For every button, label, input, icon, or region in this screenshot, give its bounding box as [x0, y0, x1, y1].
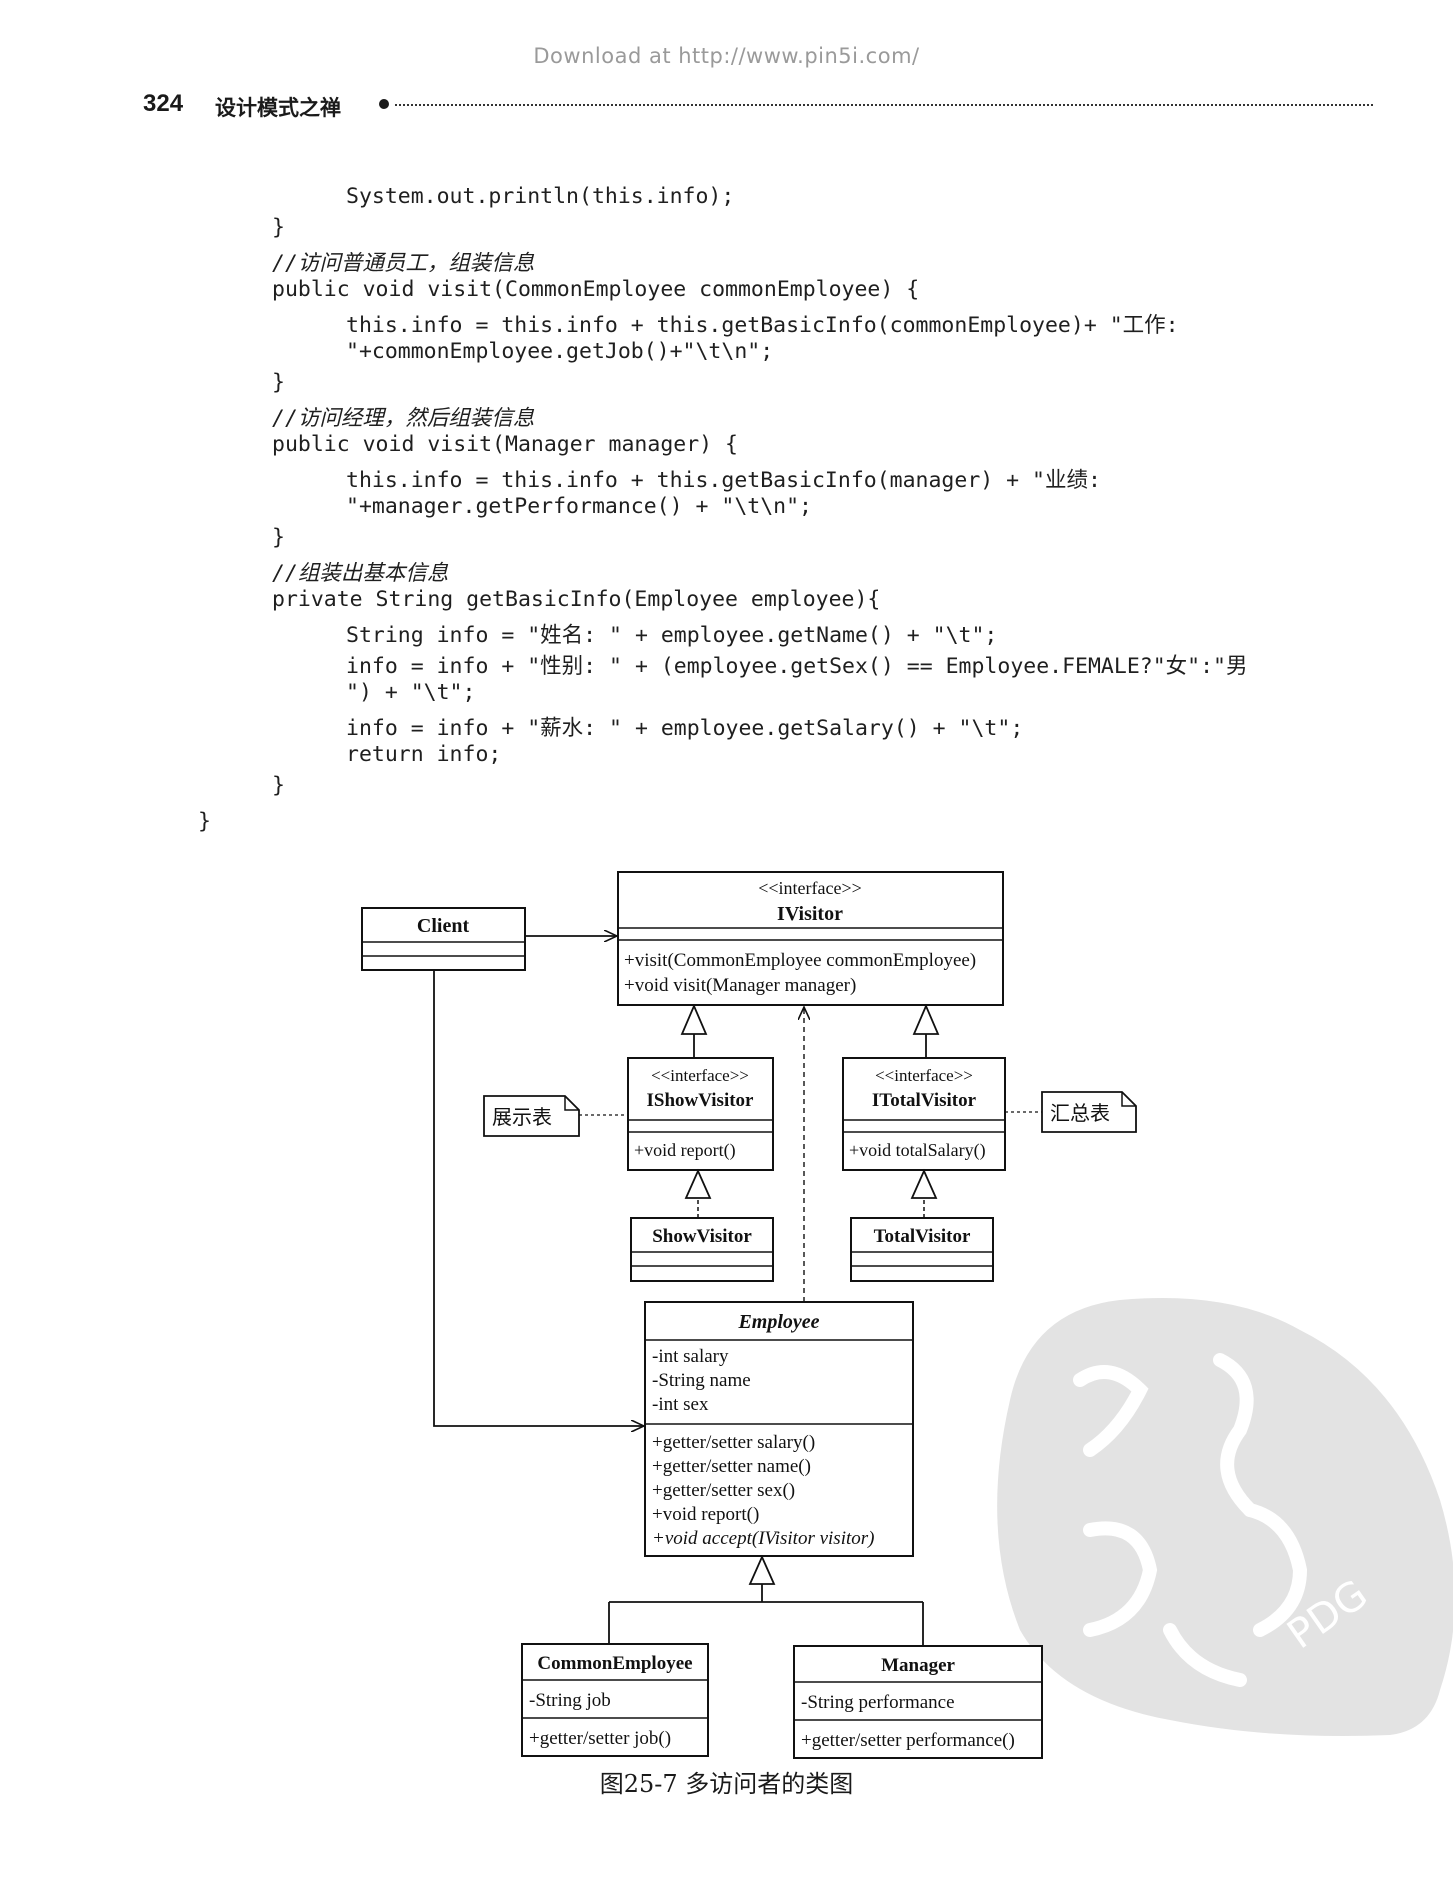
employee-attribute: -String name: [652, 1370, 751, 1391]
pdg-seal-watermark: PDG: [997, 1298, 1453, 1737]
commonemployee-name: CommonEmployee: [537, 1653, 692, 1674]
ivisitor-interface: <<interface>> IVisitor +visit(CommonEmpl…: [617, 871, 1004, 1006]
showvisitor-implements-ishowvisitor: [684, 1168, 712, 1218]
commonemployee-attribute: -String job: [529, 1690, 611, 1711]
showvisitor-name: ShowVisitor: [652, 1226, 752, 1247]
download-banner: Download at http://www.pin5i.com/: [533, 44, 920, 68]
ishowvisitor-method: +void report(): [634, 1140, 736, 1161]
employees-extend-employee: [608, 1554, 924, 1646]
client-class: Client: [361, 907, 526, 971]
code-comment: //访问经理，然后组装信息: [272, 406, 535, 431]
manager-class: Manager -String performance +getter/sett…: [793, 1645, 1043, 1759]
book-title: 设计模式之禅: [215, 96, 341, 120]
client-to-employee-arrow: [433, 970, 644, 1426]
commonemployee-method: +getter/setter job(): [529, 1728, 671, 1749]
ivisitor-method: +visit(CommonEmployee commonEmployee): [624, 950, 976, 971]
employee-method: +getter/setter name(): [652, 1456, 811, 1477]
code-line: this.info = this.info + this.getBasicInf…: [346, 468, 1101, 493]
manager-name: Manager: [881, 1655, 955, 1676]
ivisitor-name: IVisitor: [777, 903, 843, 925]
employee-name: Employee: [737, 1311, 819, 1333]
page-header: 324 设计模式之禅: [143, 90, 1373, 120]
code-line: info = info + "性别: " + (employee.getSex(…: [346, 654, 1248, 679]
ishowvisitor-stereotype: <<interface>>: [651, 1066, 749, 1085]
ishowvisitor-extends-ivisitor: [680, 1003, 708, 1058]
code-line: public void visit(CommonEmployee commonE…: [272, 277, 920, 302]
code-block: System.out.println(this.info); } //访问普通员…: [0, 0, 1453, 860]
showvisitor-class: ShowVisitor: [630, 1217, 774, 1282]
code-line: "+commonEmployee.getJob()+"\t\n";: [346, 339, 774, 364]
totalvisitor-class: TotalVisitor: [850, 1217, 994, 1282]
employee-attribute: -int salary: [652, 1346, 729, 1367]
ivisitor-method: +void visit(Manager manager): [624, 975, 856, 996]
itotalvisitor-interface: <<interface>> ITotalVisitor +void totalS…: [842, 1057, 1006, 1171]
code-line: public void visit(Manager manager) {: [272, 432, 738, 457]
bullet-dot: [379, 99, 389, 109]
code-line: }: [272, 773, 285, 798]
note-show-table: 展示表: [483, 1095, 580, 1137]
employee-method: +void accept(IVisitor visitor): [652, 1528, 874, 1549]
employee-method: +getter/setter sex(): [652, 1480, 795, 1501]
totalvisitor-name: TotalVisitor: [874, 1226, 971, 1247]
code-line: System.out.println(this.info);: [346, 184, 735, 209]
code-line: ") + "\t";: [346, 680, 476, 705]
code-line: }: [272, 525, 285, 550]
code-line: "+manager.getPerformance() + "\t\n";: [346, 494, 812, 519]
code-line: private String getBasicInfo(Employee emp…: [272, 587, 881, 612]
client-name: Client: [417, 915, 470, 937]
itotalvisitor-extends-ivisitor: [912, 1003, 940, 1058]
ivisitor-stereotype: <<interface>>: [758, 878, 862, 898]
code-line: String info = "姓名: " + employee.getName(…: [346, 623, 998, 648]
code-line: return info;: [346, 742, 502, 767]
totalvisitor-implements-itotalvisitor: [910, 1168, 938, 1218]
code-comment: //组装出基本信息: [272, 561, 449, 586]
code-line: info = info + "薪水: " + employee.getSalar…: [346, 716, 1024, 741]
itotalvisitor-name: ITotalVisitor: [872, 1090, 977, 1111]
ishowvisitor-name: IShowVisitor: [647, 1090, 755, 1111]
note-show-text: 展示表: [492, 1105, 552, 1129]
note-total-text: 汇总表: [1050, 1101, 1110, 1125]
ishowvisitor-interface: <<interface>> IShowVisitor +void report(…: [627, 1057, 774, 1171]
employee-method: +void report(): [652, 1504, 759, 1525]
code-line: }: [272, 215, 285, 240]
manager-attribute: -String performance: [801, 1692, 955, 1713]
employee-attribute: -int sex: [652, 1394, 709, 1415]
employee-method: +getter/setter salary(): [652, 1432, 815, 1453]
code-line: }: [272, 370, 285, 395]
commonemployee-class: CommonEmployee -String job +getter/sette…: [521, 1643, 709, 1757]
page-number: 324: [143, 90, 184, 117]
dotted-rule: [395, 104, 1373, 106]
code-line: }: [198, 809, 211, 834]
figure-caption: 图25-7 多访问者的类图: [599, 1770, 854, 1798]
note-total-table: 汇总表: [1041, 1091, 1137, 1133]
code-comment: //访问普通员工，组装信息: [272, 251, 535, 276]
code-line: this.info = this.info + this.getBasicInf…: [346, 313, 1179, 338]
manager-method: +getter/setter performance(): [801, 1730, 1015, 1751]
itotalvisitor-stereotype: <<interface>>: [875, 1066, 973, 1085]
employee-class: Employee -int salary -String name -int s…: [644, 1301, 914, 1557]
itotalvisitor-method: +void totalSalary(): [849, 1140, 986, 1161]
